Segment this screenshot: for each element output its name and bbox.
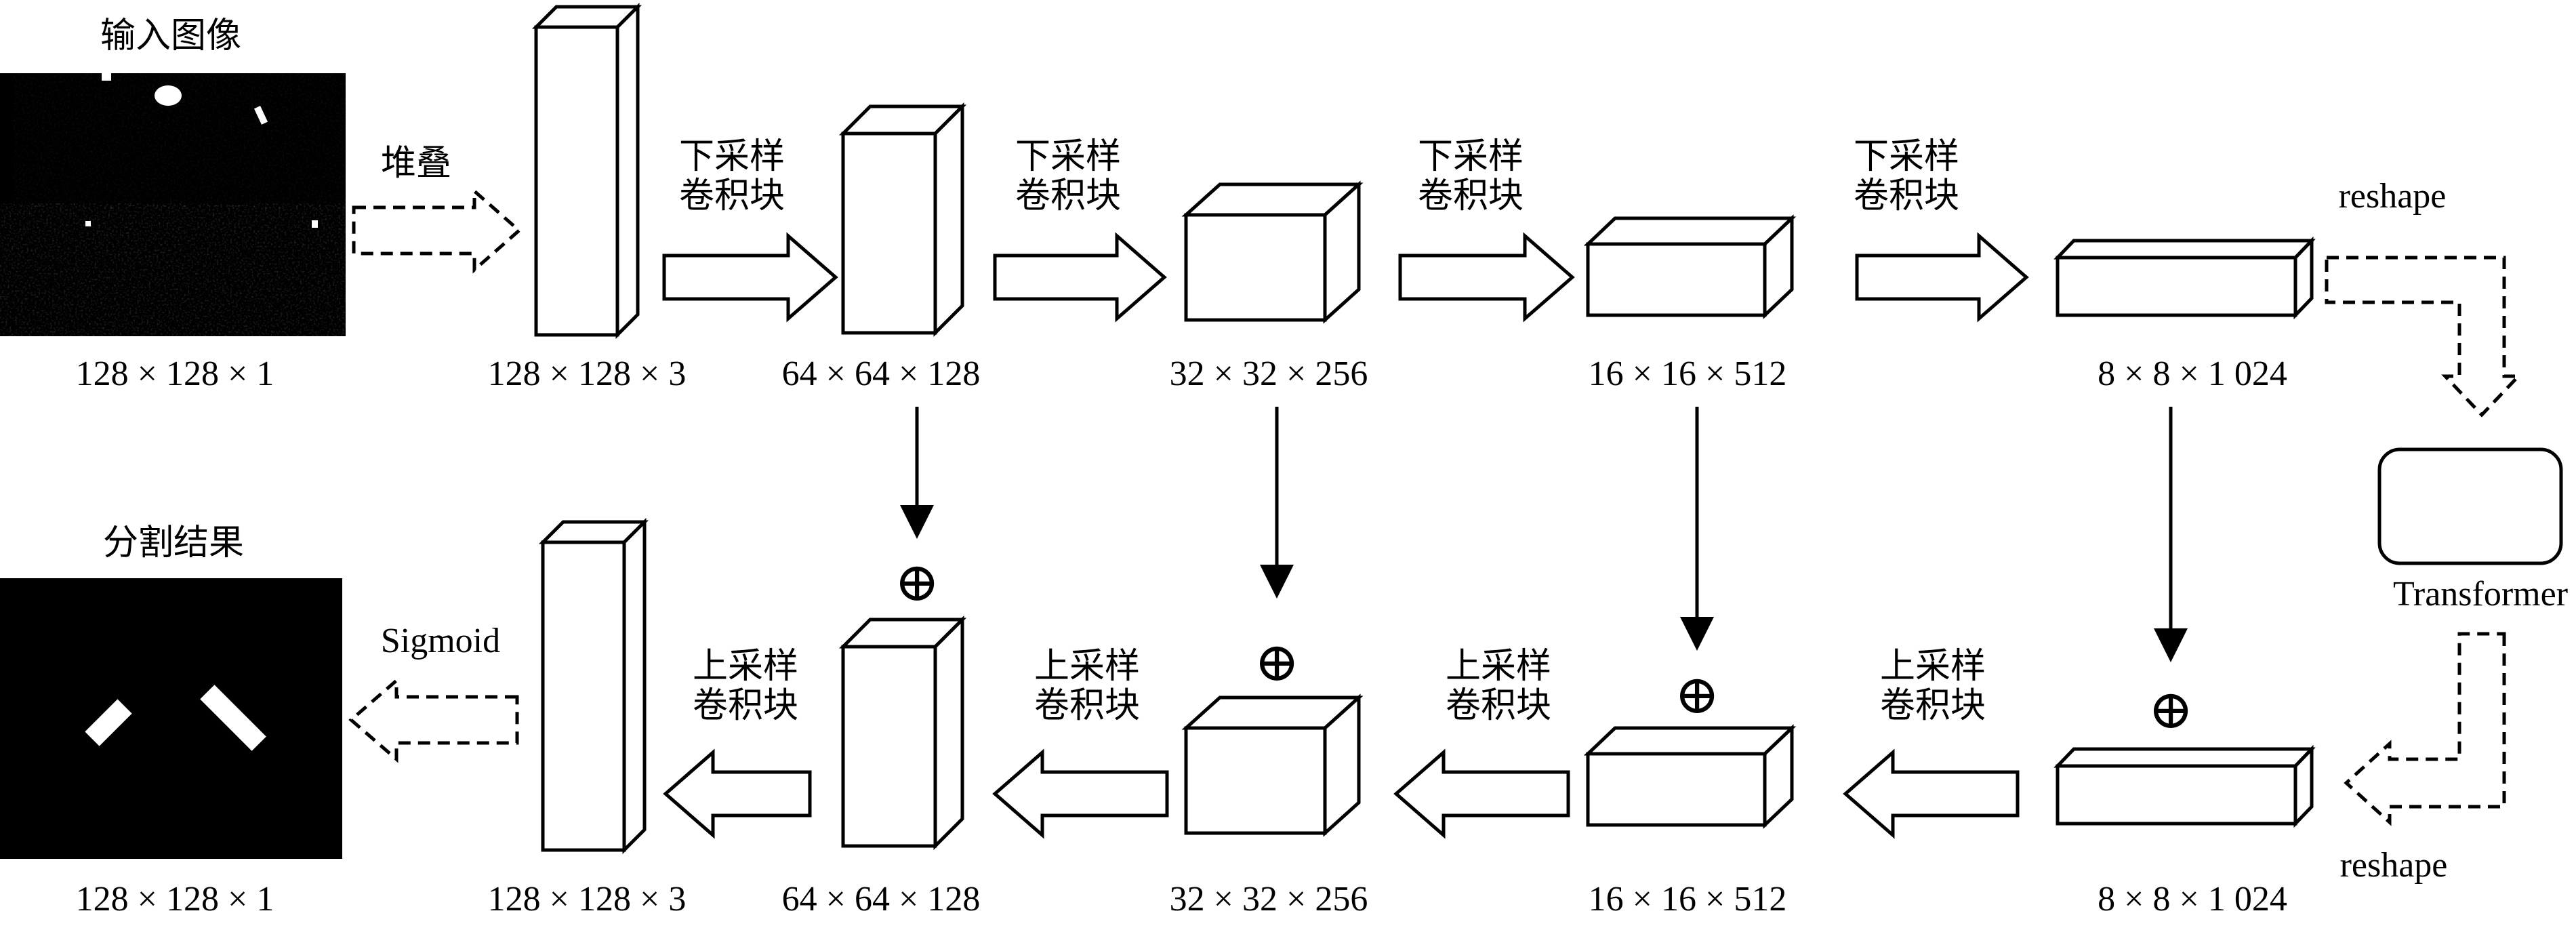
output-image-dims: 128 × 128 × 1 bbox=[76, 880, 274, 919]
sigmoid-label: Sigmoid bbox=[381, 622, 500, 660]
merge-symbol-1: ⊕ bbox=[894, 553, 939, 613]
encoder-block-2-dims: 64 × 64 × 128 bbox=[782, 355, 981, 393]
downsample-label-4-line2: 卷积块 bbox=[1854, 176, 1959, 216]
decoder-block-4-dims: 16 × 16 × 512 bbox=[1589, 880, 1787, 919]
input-image-title: 输入图像 bbox=[100, 16, 241, 56]
downsample-arrow-2 bbox=[993, 232, 1167, 323]
input-image-dims: 128 × 128 × 1 bbox=[76, 355, 274, 393]
upsample-arrow-1 bbox=[663, 748, 812, 839]
decoder-block-1 bbox=[538, 517, 649, 855]
decoder-block-1-dims: 128 × 128 × 3 bbox=[488, 880, 687, 919]
upsample-label-1-line2: 卷积块 bbox=[693, 685, 798, 726]
downsample-arrow-3 bbox=[1398, 232, 1575, 323]
encoder-block-4 bbox=[1583, 214, 1797, 319]
reshape-top-arrow bbox=[2325, 256, 2522, 418]
downsample-arrow-1 bbox=[662, 232, 838, 323]
encoder-block-1 bbox=[531, 2, 642, 340]
merge-symbol-4: ⊕ bbox=[2148, 681, 2193, 740]
decoder-block-2-dims: 64 × 64 × 128 bbox=[782, 880, 981, 919]
decoder-block-2 bbox=[838, 615, 967, 851]
stack-label: 堆叠 bbox=[381, 143, 451, 184]
decoder-block-5 bbox=[2053, 744, 2316, 828]
downsample-label-2-line2: 卷积块 bbox=[1015, 176, 1121, 216]
downsample-label-3-line1: 下采样 bbox=[1418, 136, 1524, 177]
downsample-label-4-line1: 下采样 bbox=[1854, 136, 1959, 177]
output-image bbox=[0, 578, 342, 859]
upsample-label-1-line1: 上采样 bbox=[693, 646, 798, 687]
input-image bbox=[0, 71, 346, 336]
transformer-label: Transformer bbox=[2393, 575, 2568, 613]
encoder-block-3 bbox=[1181, 180, 1364, 324]
upsample-arrow-2 bbox=[992, 748, 1169, 839]
reshape-top-label: reshape bbox=[2339, 177, 2447, 216]
merge-symbol-3: ⊕ bbox=[1674, 666, 1719, 725]
transformer-block bbox=[2377, 447, 2563, 565]
downsample-label-1-line2: 卷积块 bbox=[679, 176, 785, 216]
encoder-block-2 bbox=[838, 102, 967, 338]
downsample-label-1-line1: 下采样 bbox=[679, 136, 785, 177]
decoder-block-4 bbox=[1583, 724, 1797, 829]
reshape-bottom-arrow bbox=[2344, 632, 2506, 826]
encoder-block-1-dims: 128 × 128 × 3 bbox=[488, 355, 687, 393]
upsample-label-3-line1: 上采样 bbox=[1446, 646, 1551, 687]
upsample-arrow-4 bbox=[1843, 748, 2020, 839]
decoder-block-3-dims: 32 × 32 × 256 bbox=[1170, 880, 1368, 919]
downsample-arrow-4 bbox=[1855, 232, 2029, 323]
decoder-block-3 bbox=[1181, 693, 1364, 837]
merge-symbol-2: ⊕ bbox=[1254, 633, 1299, 693]
encoder-block-5-dims: 8 × 8 × 1 024 bbox=[2098, 355, 2287, 393]
upsample-label-4-line2: 卷积块 bbox=[1880, 685, 1986, 726]
upsample-label-3-line2: 卷积块 bbox=[1446, 685, 1551, 726]
upsample-label-2-line2: 卷积块 bbox=[1034, 685, 1140, 726]
stack-arrow bbox=[352, 187, 522, 274]
sigmoid-arrow bbox=[348, 677, 519, 763]
reshape-bottom-label: reshape bbox=[2340, 846, 2448, 885]
encoder-block-3-dims: 32 × 32 × 256 bbox=[1170, 355, 1368, 393]
upsample-label-4-line1: 上采样 bbox=[1880, 646, 1986, 687]
upsample-label-2-line1: 上采样 bbox=[1034, 646, 1140, 687]
upsample-arrow-3 bbox=[1393, 748, 1570, 839]
downsample-label-3-line2: 卷积块 bbox=[1418, 176, 1524, 216]
encoder-block-4-dims: 16 × 16 × 512 bbox=[1589, 355, 1787, 393]
downsample-label-2-line1: 下采样 bbox=[1015, 136, 1121, 177]
encoder-block-5 bbox=[2053, 236, 2316, 320]
decoder-block-5-dims: 8 × 8 × 1 024 bbox=[2098, 880, 2287, 919]
output-image-title: 分割结果 bbox=[103, 523, 244, 563]
